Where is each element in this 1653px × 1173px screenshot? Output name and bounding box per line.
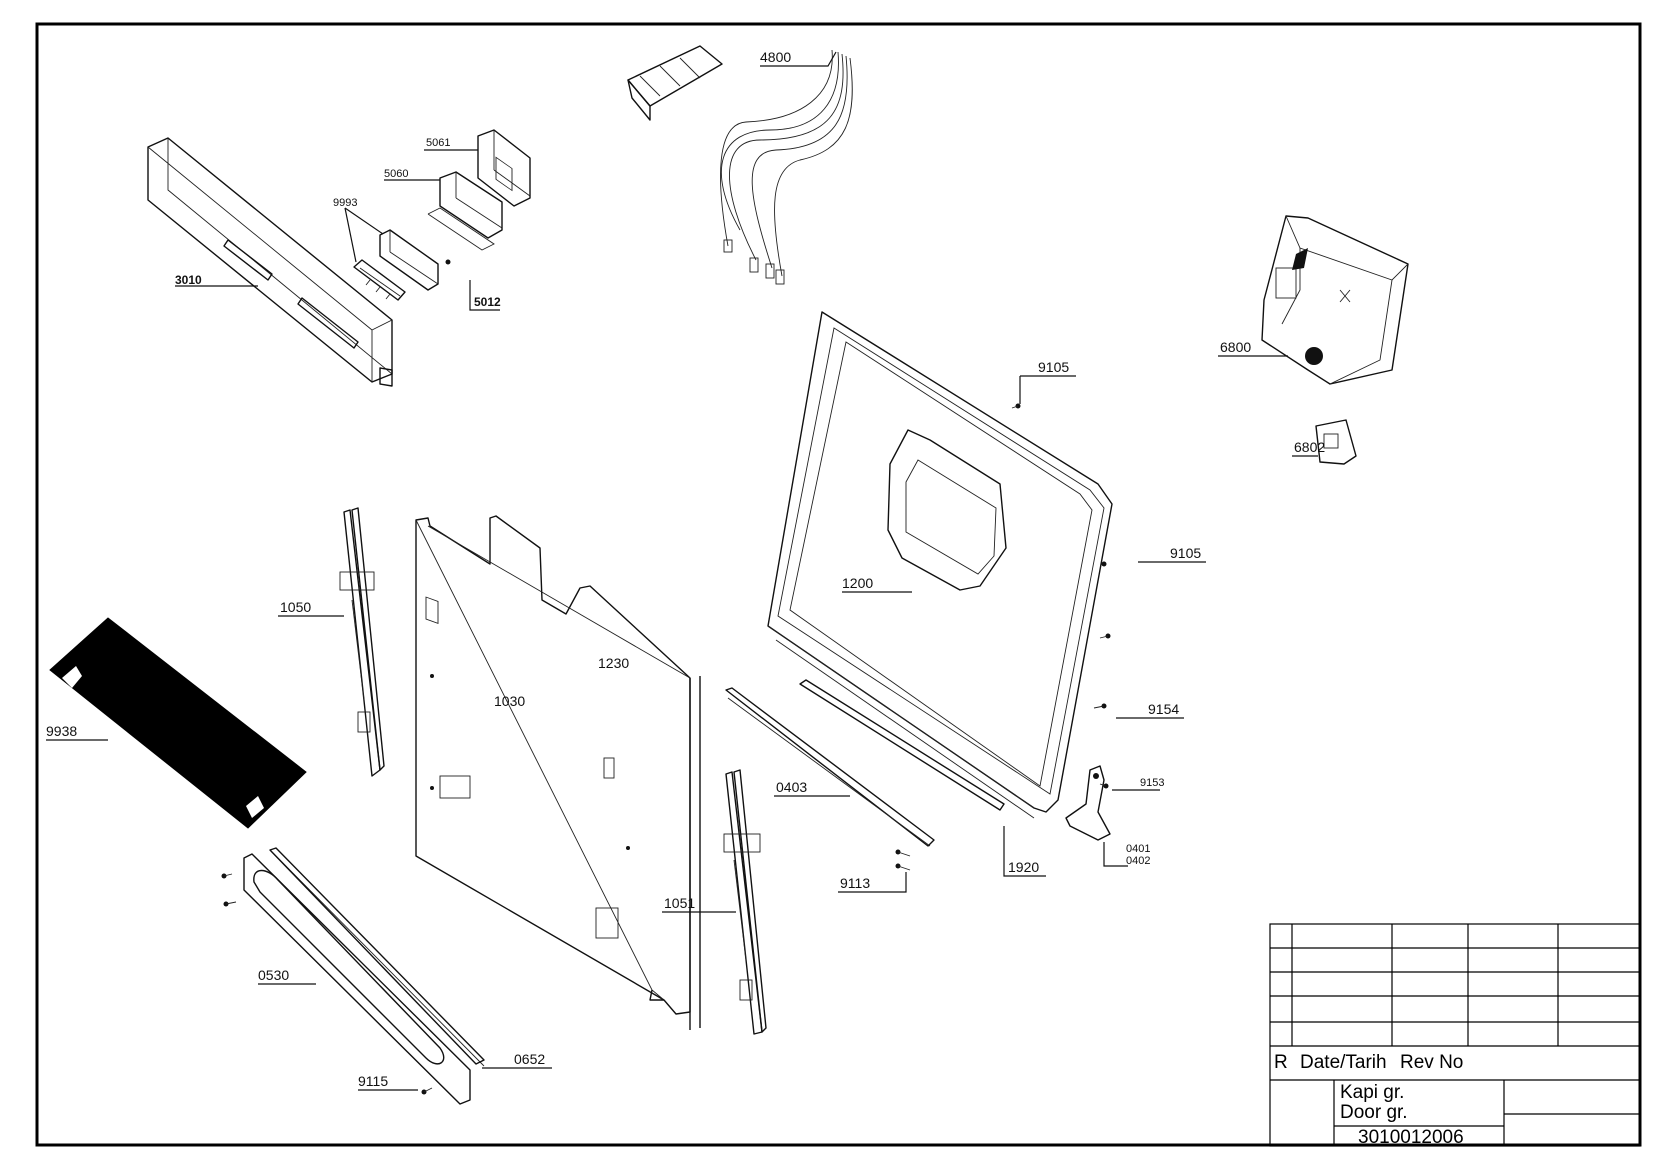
leader-9993a — [344, 207, 384, 235]
leader-4800 — [760, 51, 837, 67]
part-label-1050: 1050 — [280, 599, 311, 615]
leader-9113 — [838, 872, 907, 893]
part-label-1030: 1030 — [494, 693, 525, 709]
part-0401-0402-hinge — [1065, 765, 1111, 841]
part-label-0652: 0652 — [514, 1051, 545, 1067]
part-label-1051: 1051 — [664, 895, 695, 911]
screws-9105-9154 — [1011, 403, 1111, 709]
part-label-1230: 1230 — [598, 655, 629, 671]
part-1051-rail — [723, 769, 767, 1035]
screws-9113 — [895, 849, 911, 871]
part-1030-outer-door — [415, 515, 701, 1030]
title-block-drawing-number: 3010012006 — [1358, 1127, 1464, 1148]
part-label-9113: 9113 — [840, 875, 870, 891]
part-3010-control-panel — [147, 137, 393, 387]
leader-9993b — [344, 207, 357, 263]
part-1920-seal-strip — [799, 679, 1005, 811]
part-label-5012: 5012 — [474, 295, 501, 309]
leader-0401 — [1103, 842, 1128, 867]
part-label-9938: 9938 — [46, 723, 77, 739]
part-label-0402: 0402 — [1126, 855, 1150, 867]
part-1050-rail — [339, 507, 385, 777]
part-5061-bracket — [477, 129, 531, 207]
part-label-0403: 0403 — [776, 779, 807, 795]
part-9938-insulation-sheet — [49, 617, 307, 829]
part-9993-display-board — [353, 259, 406, 301]
part-label-5060: 5060 — [384, 168, 408, 180]
title-block-date-label: Date/Tarih — [1300, 1052, 1387, 1073]
part-label-9153: 9153 — [1140, 777, 1164, 789]
leader-1920 — [1003, 826, 1046, 877]
part-label-0530: 0530 — [258, 967, 289, 983]
part-label-6800: 6800 — [1220, 339, 1251, 355]
part-label-9105-top: 9105 — [1038, 359, 1069, 375]
part-label-6802: 6802 — [1294, 439, 1325, 455]
leader-5012 — [469, 280, 500, 311]
part-5060-board — [427, 171, 503, 251]
part-label-3010: 3010 — [175, 273, 202, 287]
part-6802-switch — [1315, 419, 1357, 465]
part-label-9115: 9115 — [358, 1073, 388, 1089]
part-0403-strip — [725, 687, 935, 847]
part-label-5061: 5061 — [426, 137, 450, 149]
part-label-9993: 9993 — [333, 197, 357, 209]
part-1200-inner-door — [767, 311, 1113, 819]
title-block-r-label: R — [1274, 1052, 1288, 1073]
part-0530-kick-plate — [243, 847, 485, 1105]
drawing-frame — [35, 22, 1642, 1147]
part-label-4800: 4800 — [760, 49, 791, 65]
part-6800-detergent-dispenser — [1261, 215, 1409, 385]
part-5012-control-module — [379, 229, 451, 291]
part-label-9105-side: 9105 — [1170, 545, 1201, 561]
title-block-title-line1: Kapi gr. — [1340, 1082, 1404, 1103]
screws-9115 — [221, 873, 433, 1095]
part-4800-wiring-harness — [627, 45, 853, 285]
part-label-1200: 1200 — [842, 575, 873, 591]
title-block-rev-label: Rev No — [1400, 1052, 1463, 1073]
title-block-title-line2: Door gr. — [1340, 1102, 1408, 1123]
title-block — [1269, 923, 1641, 1147]
part-label-0401: 0401 — [1126, 843, 1150, 855]
part-label-9154: 9154 — [1148, 701, 1179, 717]
part-label-1920: 1920 — [1008, 859, 1039, 875]
